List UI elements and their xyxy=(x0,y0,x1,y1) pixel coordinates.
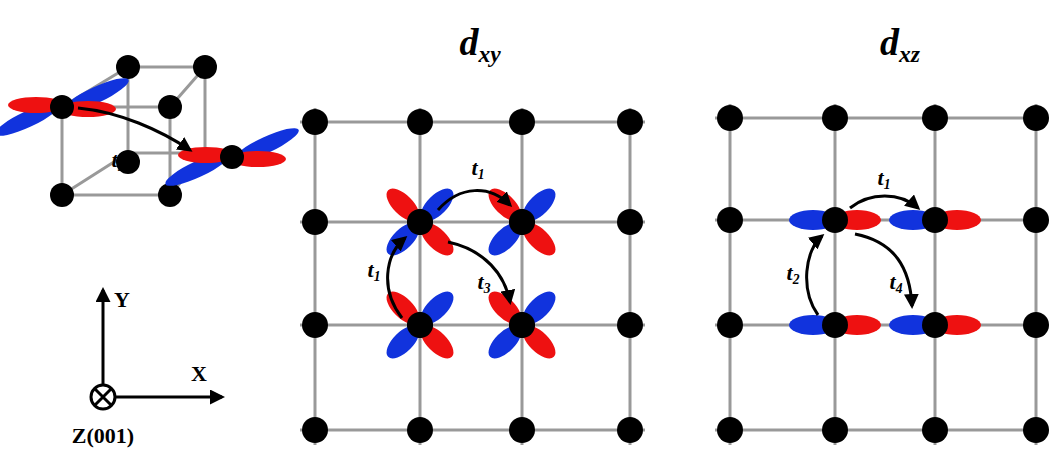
lattice-site xyxy=(617,417,643,443)
hopping-label: t5 xyxy=(112,149,125,171)
lattice-site xyxy=(509,312,535,338)
lattice-site xyxy=(1023,207,1049,233)
lattice-site xyxy=(509,209,535,235)
lattice-site xyxy=(407,417,433,443)
hopping-label: t3 xyxy=(478,271,491,293)
lattice-site xyxy=(922,417,948,443)
lattice-site xyxy=(717,417,743,443)
lattice-site xyxy=(1023,105,1049,131)
lattice-site xyxy=(822,417,848,443)
lattice-site xyxy=(617,312,643,338)
lattice-site xyxy=(617,209,643,235)
lattice-site xyxy=(407,109,433,135)
lattice-site xyxy=(407,209,433,235)
hopping-label: t1 xyxy=(472,157,485,179)
lattice-site xyxy=(922,207,948,233)
lattice-site xyxy=(717,207,743,233)
lattice-site xyxy=(922,312,948,338)
lattice-site xyxy=(302,209,328,235)
axis-label: Z(001) xyxy=(72,425,134,447)
panel-title: dxz xyxy=(880,23,920,61)
lattice-site xyxy=(717,105,743,131)
lattice-site xyxy=(509,109,535,135)
hopping-label: t1 xyxy=(368,259,381,281)
axis-label: X xyxy=(191,363,207,385)
lattice-site xyxy=(922,105,948,131)
hopping-label: t4 xyxy=(890,271,903,293)
lattice-site xyxy=(302,312,328,338)
lattice-site xyxy=(407,312,433,338)
lattice-site xyxy=(1023,417,1049,443)
lattice-site xyxy=(822,105,848,131)
hopping-label: t1 xyxy=(878,167,891,189)
hopping-label: t2 xyxy=(787,262,800,284)
lattice-site xyxy=(822,207,848,233)
lattice-site xyxy=(617,109,643,135)
lattice-site xyxy=(717,312,743,338)
lattice-site xyxy=(302,417,328,443)
panel-title: dxy xyxy=(459,23,500,61)
lattice-site xyxy=(822,312,848,338)
lattice-site xyxy=(1023,312,1049,338)
axis-label: Y xyxy=(114,289,130,311)
lattice-site xyxy=(509,417,535,443)
lattice-site xyxy=(302,109,328,135)
